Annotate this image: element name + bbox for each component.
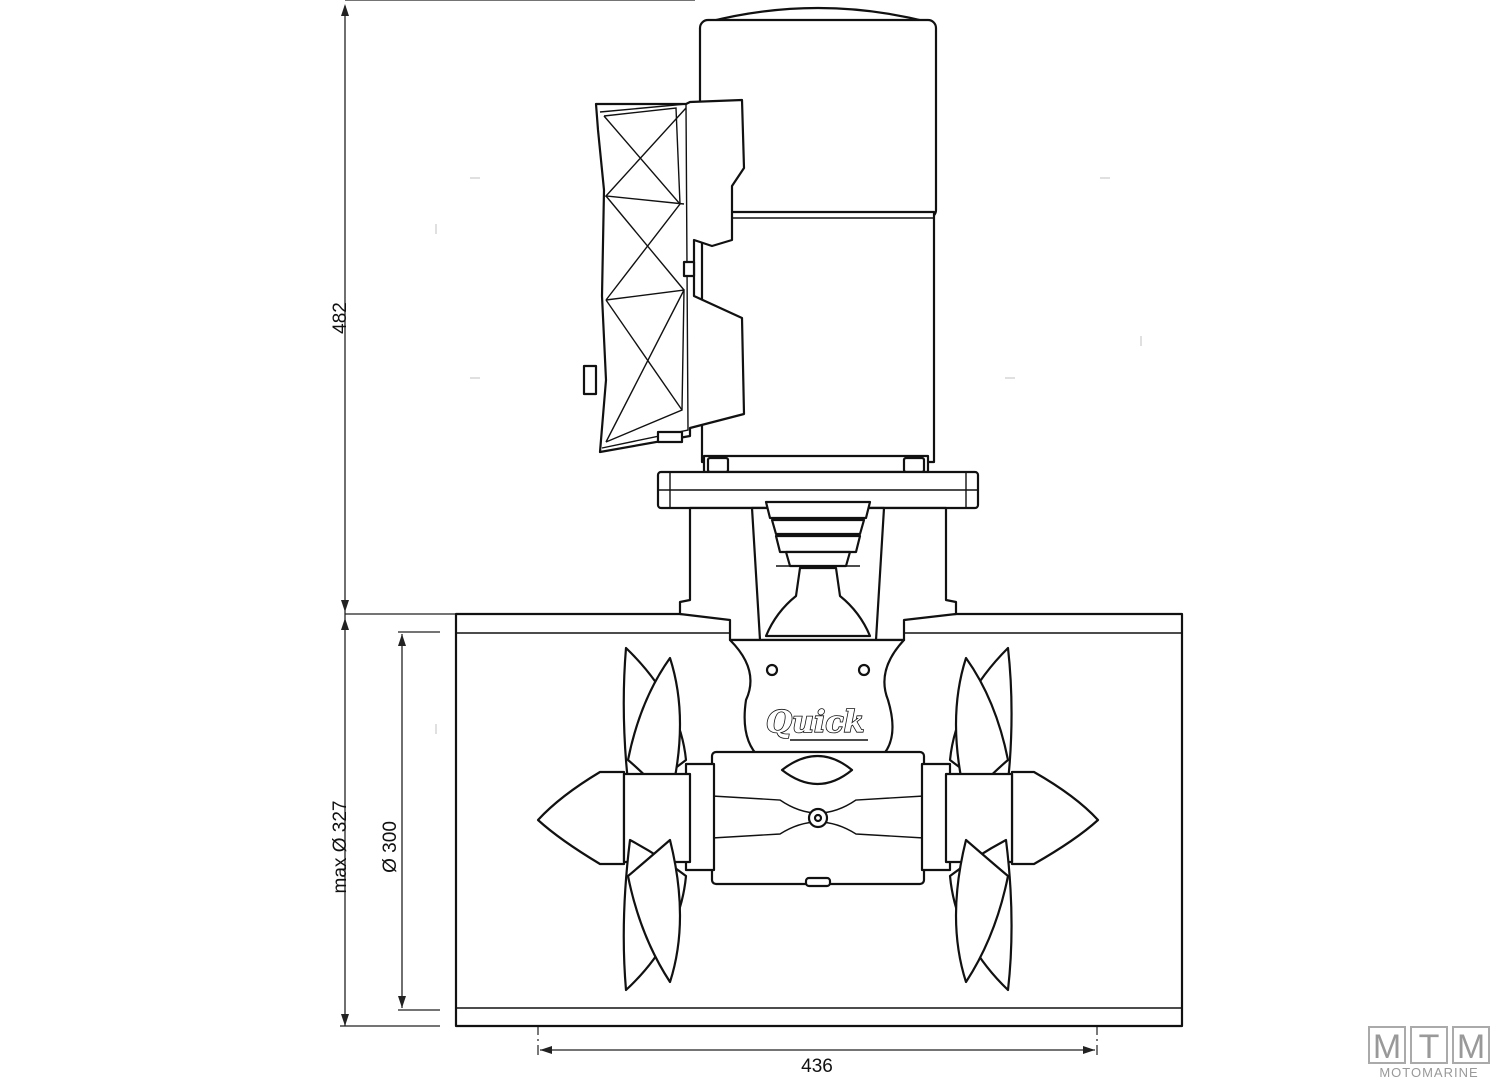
dimension-height-482: 482: [330, 0, 695, 1027]
brand-logo-text: Quick: [766, 705, 864, 740]
dimension-label-max-327: max Ø 327: [330, 801, 351, 894]
watermark-name: MOTOMARINE: [1379, 1065, 1479, 1080]
solenoid-control-box: [582, 98, 746, 454]
mounting-flange: [656, 470, 980, 510]
watermark-letter: M: [1452, 1026, 1490, 1066]
watermark-letter: T: [1410, 1026, 1448, 1066]
quick-brand-logo: Quick: [765, 704, 868, 741]
propeller-hub: [684, 750, 952, 888]
electric-motor: [698, 6, 938, 474]
dimension-tube-diameter: Ø 300: [380, 631, 440, 1011]
propeller-left: [536, 646, 692, 992]
watermark-letter: M: [1368, 1026, 1406, 1066]
gear-leg-housing: [678, 500, 958, 642]
dimension-label-436: 436: [801, 1056, 833, 1077]
motomarine-watermark: M T M MOTOMARINE: [1364, 1026, 1494, 1080]
propeller-right: [944, 646, 1100, 992]
dimension-label-300: Ø 300: [380, 821, 401, 873]
dimension-max-diameter: max Ø 327: [330, 801, 351, 894]
dimension-label-482: 482: [330, 302, 351, 334]
